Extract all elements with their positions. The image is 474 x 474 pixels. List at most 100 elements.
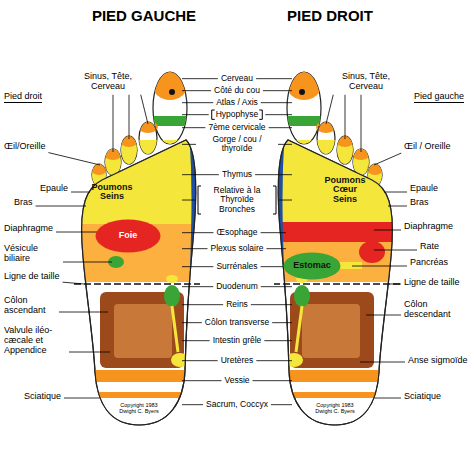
leader-line (266, 248, 286, 249)
foot-drawing (172, 306, 178, 352)
reflex-label: Sciatique (404, 392, 441, 402)
foot-drawing (82, 140, 196, 425)
leader-line (255, 174, 292, 175)
zone-label: Poumons Seins (90, 183, 134, 202)
leader-line (374, 250, 417, 251)
leader-line (263, 90, 292, 91)
foot-drawing (166, 275, 178, 283)
foot-title: PIED GAUCHE (92, 8, 196, 25)
leader-line (374, 398, 401, 399)
foot-drawing (114, 304, 172, 358)
reflex-label: Diaphragme (4, 224, 53, 234)
foot-drawing (171, 353, 189, 367)
zone-label: Estomac (293, 261, 331, 270)
zone-label: Foie (119, 231, 138, 240)
reflex-label: Bras (410, 198, 429, 208)
foot-drawing (270, 68, 400, 425)
zone-shape (96, 220, 161, 253)
leader-line (113, 95, 114, 152)
leader-line (182, 102, 213, 103)
foot-drawing (74, 140, 204, 224)
reflex-label: Œsophage (216, 228, 257, 237)
leader-line (141, 95, 148, 124)
reflex-label: Reins (226, 300, 248, 309)
reflex-label: Valvule iléo-cæcale et Appendice (4, 326, 66, 356)
leader-line (69, 352, 110, 353)
leader-line (390, 284, 401, 285)
leader-line (374, 230, 401, 231)
foot-drawing (296, 306, 302, 352)
reflex-label: Anse sigmoïde (408, 356, 468, 366)
reflex-label: Duodenum (216, 282, 258, 291)
reflex-label: Rate (420, 242, 439, 252)
leader-line (182, 266, 213, 267)
reflex-label: Surrénales (216, 262, 257, 271)
leader-line (279, 200, 292, 201)
reflex-zone: Poumons Seins (86, 177, 138, 207)
reflex-label: Côlon ascendant (4, 296, 56, 316)
reflex-label: Uretères (221, 356, 254, 365)
leader-line (256, 78, 292, 79)
leader-line (64, 398, 100, 399)
leader-line (269, 127, 292, 128)
reflex-label: Intestin grêle (213, 336, 262, 345)
leader-line (56, 232, 100, 233)
leader-line (182, 286, 213, 287)
foot-drawing (278, 140, 392, 425)
foot-drawing (285, 353, 303, 367)
reflex-label: Bras (14, 198, 33, 208)
foot-drawing (272, 116, 322, 126)
leader-line (182, 78, 218, 79)
leader-line (264, 340, 292, 341)
leader-line (129, 95, 130, 139)
leader-line (265, 114, 292, 115)
reflex-label: Gorge / cou / thyroïde (199, 135, 275, 154)
bracket (259, 110, 262, 119)
leader-line (271, 404, 292, 405)
foot-drawing (152, 116, 202, 126)
leader-line (388, 206, 407, 207)
reflex-label: Pied gauche (414, 92, 464, 103)
leader-line (253, 380, 292, 381)
reflex-label: Pied droit (4, 92, 42, 103)
leader-line (36, 206, 86, 207)
leader-line (261, 232, 286, 233)
leader-line (182, 360, 218, 361)
leader-line (256, 360, 292, 361)
foot-drawing (152, 68, 188, 100)
leader-line (182, 114, 209, 115)
bracket (273, 186, 276, 214)
reflex-label: Thymus (222, 170, 252, 179)
foot-drawing (359, 241, 385, 263)
reflex-label: Côté du cou (214, 86, 260, 95)
leader-line (261, 102, 292, 103)
foot-drawing (270, 140, 400, 224)
reflex-label: Epaule (410, 184, 438, 194)
leader-line (63, 262, 112, 263)
foot-drawing (286, 68, 322, 100)
reflex-label: Côlon descendant (404, 300, 470, 320)
leader-line (272, 322, 292, 323)
reflex-label: Sacrum, Coccyx (206, 400, 268, 409)
bracket (212, 110, 215, 119)
bracket (198, 186, 201, 214)
reflex-label: Sinus, Tête, Cerveau (76, 72, 140, 92)
foot-drawing (270, 222, 400, 242)
reflex-label: Côlon transverse (205, 318, 269, 327)
foot-drawing (74, 392, 204, 398)
reflex-label: Sciatique (24, 392, 61, 402)
reflex-label: Relative à la Thyroïde Bronches (202, 186, 272, 214)
foot-drawing (274, 283, 400, 285)
leader-line (182, 248, 208, 249)
foot-drawing (169, 89, 175, 95)
foot-title: PIED DROIT (287, 8, 373, 25)
leader-line (182, 127, 205, 128)
reflex-label: 7ème cervicale (208, 123, 265, 132)
leader-line (182, 144, 196, 145)
leader-line (366, 315, 401, 316)
leader-line (182, 340, 210, 341)
reflex-label: Hypophyse (216, 110, 259, 119)
foot-drawing (270, 392, 400, 398)
leader-line (59, 312, 108, 313)
leader-line (261, 286, 292, 287)
